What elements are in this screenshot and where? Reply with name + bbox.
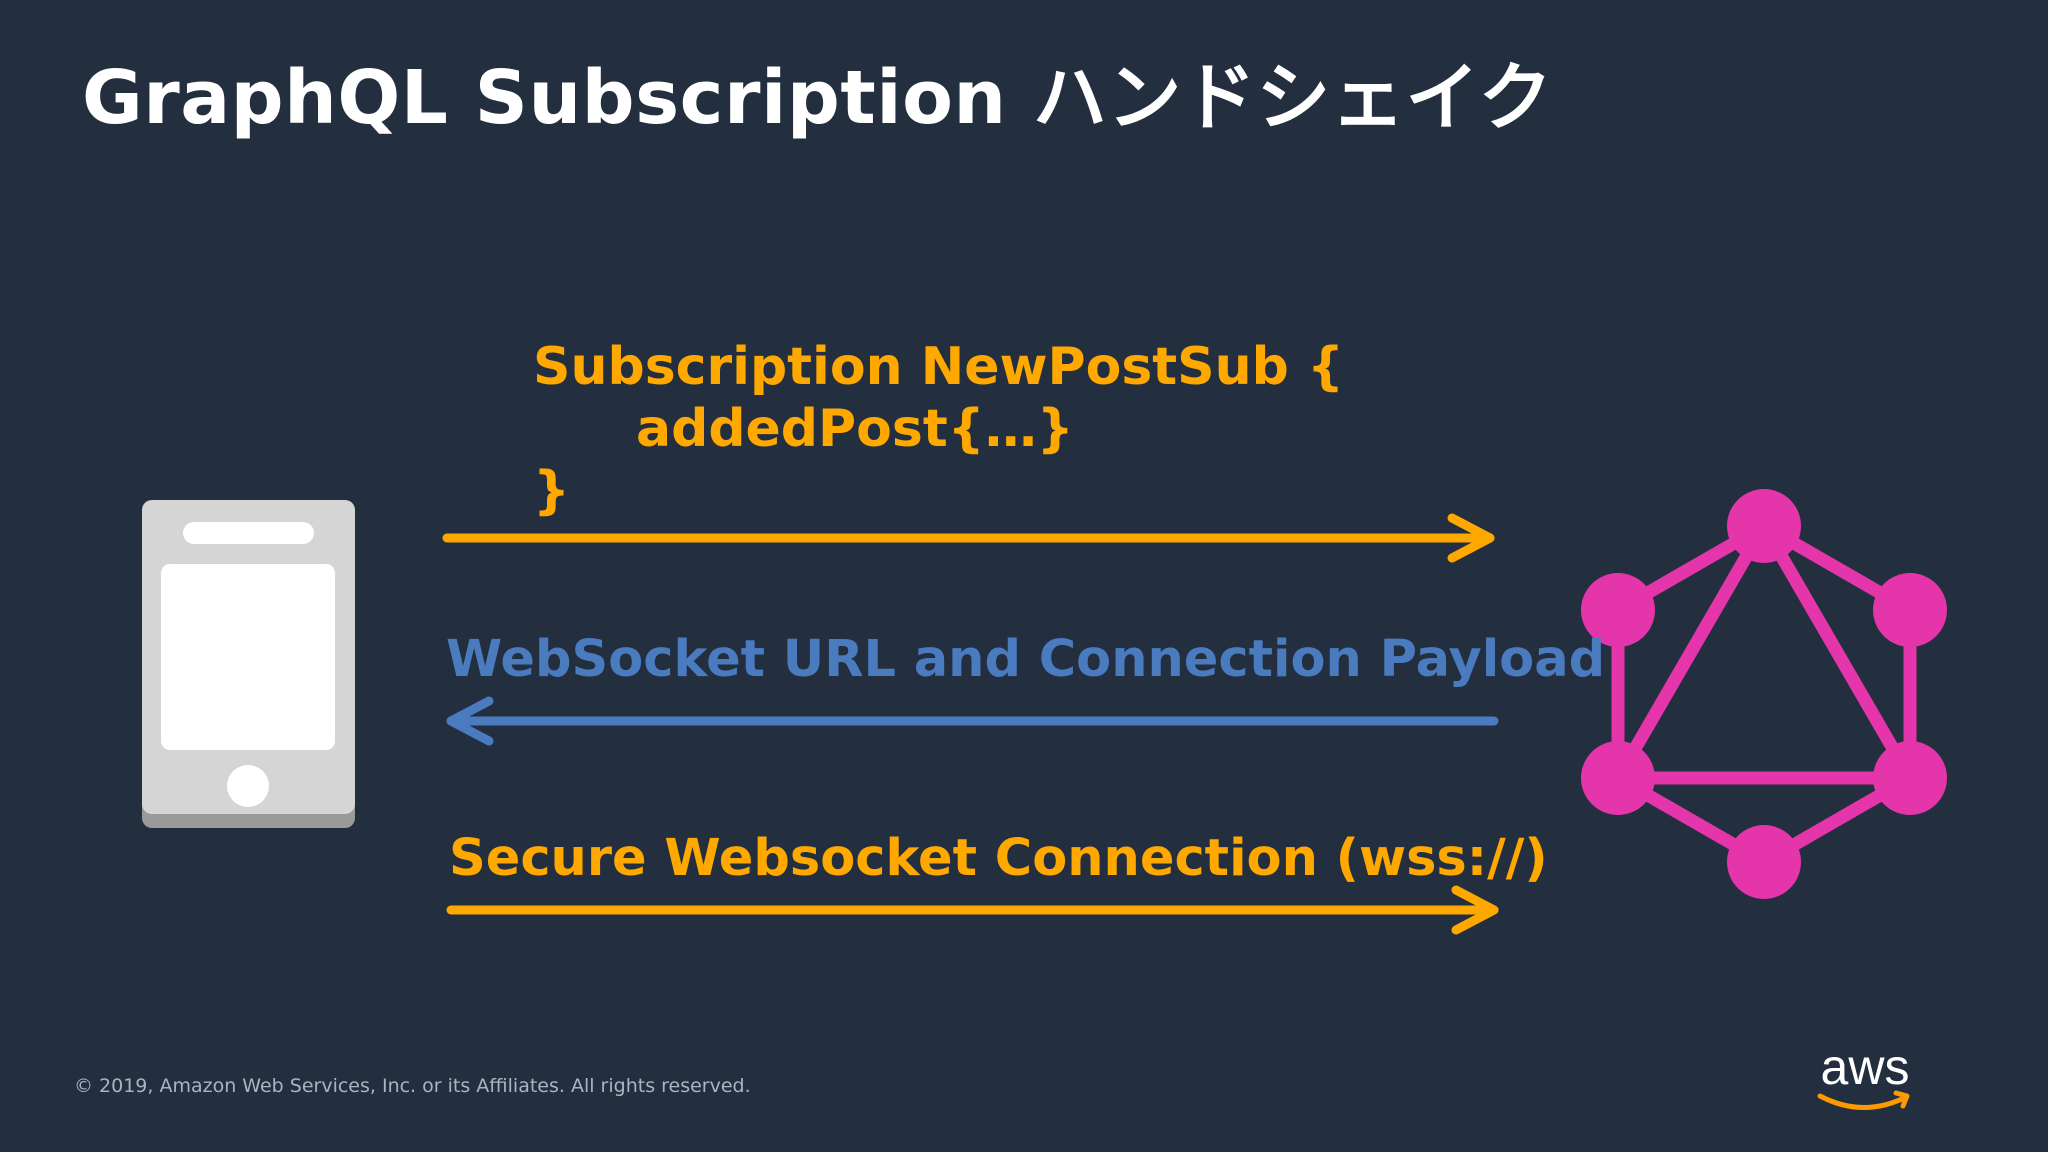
subscription-line-2: addedPost{…}: [636, 399, 1074, 459]
aws-logo-text: aws: [1821, 1039, 1910, 1095]
websocket-url-arrow: [446, 696, 1499, 746]
graphql-logo-icon: [1581, 489, 1947, 899]
subscription-arrow: [442, 513, 1495, 563]
subscription-line-3: }: [533, 461, 570, 521]
websocket-url-label: WebSocket URL and Connection Payload: [446, 630, 1605, 689]
subscription-line-1: Subscription NewPostSub {: [533, 337, 1344, 397]
mobile-phone-icon: [142, 500, 355, 828]
copyright-footer: © 2019, Amazon Web Services, Inc. or its…: [74, 1075, 751, 1097]
secure-connection-label: Secure Websocket Connection (wss://): [449, 829, 1548, 888]
aws-logo-icon: aws: [1817, 1039, 1910, 1110]
secure-connection-arrow: [446, 885, 1499, 935]
slide-title: GraphQL Subscription ハンドシェイク: [82, 55, 1553, 141]
